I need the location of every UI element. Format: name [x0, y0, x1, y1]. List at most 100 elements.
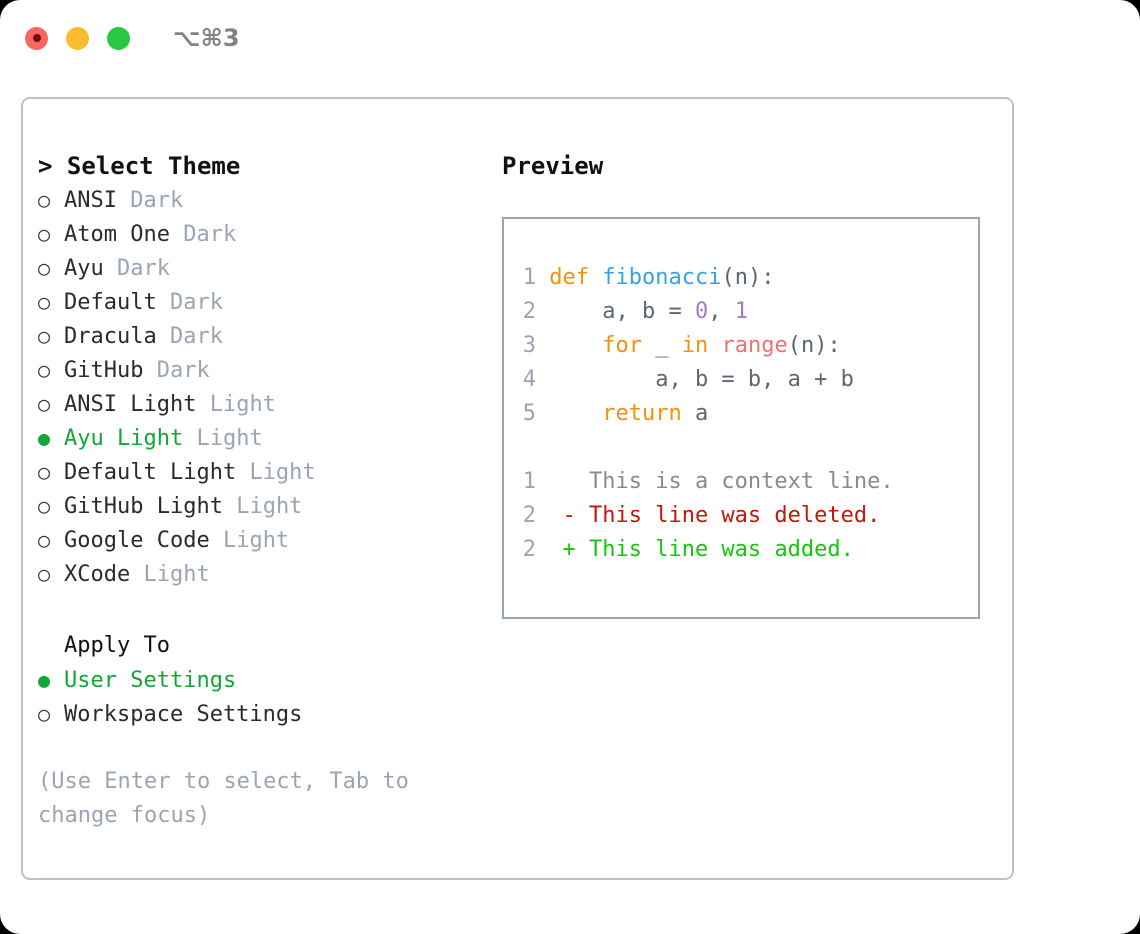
space — [104, 252, 117, 286]
theme-option-ayu[interactable]: ○Ayu Dark — [38, 251, 498, 285]
radio-unselected-icon: ○ — [38, 460, 51, 484]
radio-unselected-icon: ○ — [38, 494, 51, 518]
theme-option-label: XCode — [64, 562, 131, 587]
space — [157, 320, 170, 354]
space — [143, 354, 156, 388]
theme-option-default-light[interactable]: ○ Default Light Light — [38, 455, 498, 489]
code-token-txt — [549, 333, 602, 358]
radio-unselected-icon: ○ — [38, 702, 51, 726]
diff-line-text: + This line was added. — [536, 537, 854, 562]
line-number: 1 — [522, 469, 536, 494]
code-token-fn: fibonacci — [602, 265, 722, 290]
radio-unselected-icon: ○ — [38, 222, 51, 246]
theme-option-label: GitHub Light — [64, 494, 223, 519]
code-token-kw: return — [602, 401, 682, 426]
window-controls — [25, 26, 130, 50]
close-icon — [32, 34, 41, 42]
radio-unselected-icon: ○ — [38, 290, 51, 314]
code-token-txt: a, b = b, a + b — [549, 367, 854, 392]
theme-option-badge: Light — [249, 460, 316, 485]
theme-option-ansi-light[interactable]: ○ANSI Light Light — [38, 387, 498, 421]
code-line: 3 for _ in range(n): — [522, 329, 978, 363]
theme-option-badge: Dark — [169, 324, 223, 349]
space — [236, 456, 249, 490]
gutter-space — [536, 265, 549, 290]
space — [157, 286, 170, 320]
code-token-txt: a — [681, 401, 709, 426]
theme-option-default[interactable]: ○Default Dark — [38, 285, 498, 319]
space — [223, 490, 236, 524]
code-token-txt — [549, 401, 602, 426]
code-line: 2 a, b = 0, 1 — [522, 295, 978, 329]
spacer — [38, 591, 498, 629]
theme-option-badge: Dark — [183, 222, 237, 247]
preview-heading: Preview — [502, 152, 604, 180]
select-theme-heading: > Select Theme — [38, 152, 241, 180]
diff-line-ctx: 1 This is a context line. — [522, 465, 978, 499]
theme-option-dracula[interactable]: ○ Dracula Dark — [38, 319, 498, 353]
theme-option-label: Atom One — [64, 222, 170, 247]
theme-option-ansi[interactable]: ○ANSI Dark — [38, 183, 498, 217]
radio-unselected-icon: ○ — [38, 392, 51, 416]
line-number: 2 — [522, 537, 536, 562]
space — [117, 184, 130, 218]
radio-unselected-icon: ○ — [38, 256, 51, 280]
apply-to-option-workspace-settings[interactable]: ○ Workspace Settings — [38, 697, 498, 731]
diff-sample: 1 This is a context line.2 - This line w… — [522, 465, 978, 567]
theme-option-ayu-light[interactable]: ●Ayu Light Light — [38, 421, 498, 455]
keyboard-hint: (Use Enter to select, Tab to change focu… — [38, 769, 423, 828]
theme-option-atom-one[interactable]: ○ Atom One Dark — [38, 217, 498, 251]
main-panel: > Select Theme ○ANSI Dark○Atom One Dark○… — [21, 97, 1014, 880]
space — [170, 218, 183, 252]
line-number: 5 — [522, 401, 536, 426]
radio-selected-icon: ● — [38, 668, 51, 692]
radio-unselected-icon: ○ — [38, 358, 51, 382]
apply-to-option-label: Workspace Settings — [64, 702, 303, 727]
theme-picker-column: > Select Theme ○ANSI Dark○Atom One Dark○… — [38, 149, 498, 833]
apply-to-list: ●User Settings ○ Workspace Settings — [38, 663, 498, 731]
close-button[interactable] — [25, 26, 48, 50]
theme-option-label: Google Code — [64, 528, 210, 553]
code-line: 1 def fibonacci(n): — [522, 261, 978, 295]
code-token-txt: , — [708, 299, 735, 324]
line-number: 3 — [522, 333, 536, 358]
code-line: 4 a, b = b, a + b — [522, 363, 978, 397]
theme-option-label: Ayu Light — [64, 426, 184, 451]
theme-option-label: Default — [64, 290, 157, 315]
theme-option-label: ANSI — [64, 188, 117, 213]
theme-option-github-light[interactable]: ○GitHub Light Light — [38, 489, 498, 523]
line-number: 2 — [522, 299, 536, 324]
code-token-txt: (n): — [721, 265, 775, 290]
code-token-kw: for — [602, 333, 642, 358]
theme-option-badge: Light — [143, 562, 210, 587]
code-token-txt: a, b = — [549, 299, 695, 324]
theme-option-label: Dracula — [64, 324, 157, 349]
space — [130, 558, 143, 592]
space — [196, 388, 209, 422]
theme-option-label: Default Light — [64, 460, 237, 485]
maximize-button[interactable] — [107, 26, 130, 50]
code-token-txt — [589, 265, 602, 290]
space — [183, 422, 196, 456]
code-token-kw: in — [681, 333, 709, 358]
code-token-num: 1 — [734, 299, 748, 324]
line-number: 4 — [522, 367, 536, 392]
theme-option-xcode[interactable]: ○XCode Light — [38, 557, 498, 591]
space — [210, 524, 223, 558]
keyboard-shortcut-label: ⌥⌘3 — [173, 24, 240, 52]
radio-unselected-icon: ○ — [38, 324, 51, 348]
apply-to-heading: Apply To — [64, 633, 170, 658]
theme-option-github[interactable]: ○GitHub Dark — [38, 353, 498, 387]
code-token-txt: _ — [641, 333, 682, 358]
gutter-space — [536, 333, 549, 358]
minimize-button[interactable] — [66, 26, 89, 50]
gutter-space — [536, 401, 549, 426]
theme-option-badge: Light — [222, 528, 290, 553]
apply-to-option-user-settings[interactable]: ●User Settings — [38, 663, 498, 697]
code-token-kw: def — [549, 265, 589, 290]
title-bar: ⌥⌘3 — [0, 0, 1140, 76]
theme-option-google-code[interactable]: ○Google Code Light — [38, 523, 498, 557]
